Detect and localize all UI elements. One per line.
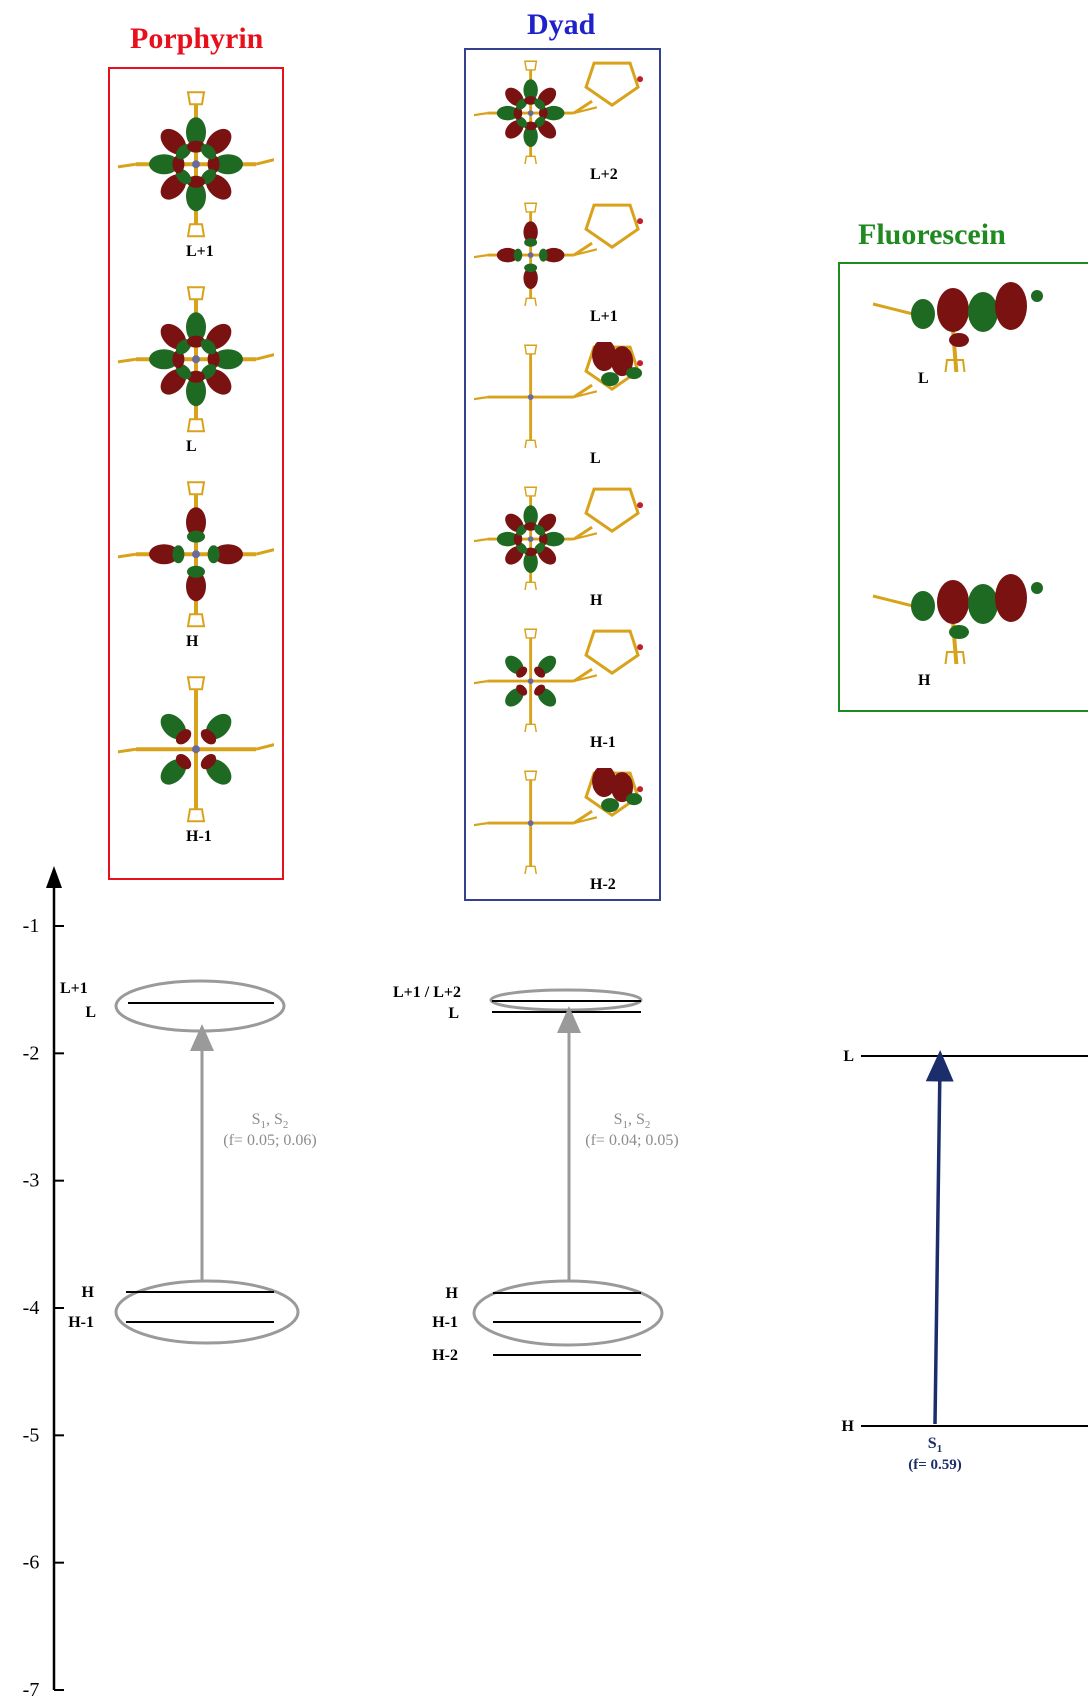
fluorescein-title: Fluorescein xyxy=(858,218,1006,251)
dyad-transition-states: S1, S2 xyxy=(614,1111,651,1131)
dyad-orbital-isosurface-3 xyxy=(474,486,644,590)
fluorescein-orbital-0: L xyxy=(848,272,1088,402)
porphyrin-orbital-0: L+1 xyxy=(118,81,274,271)
dyad-label-l: L xyxy=(448,1005,459,1022)
porphyrin-orbital-label-0: L+1 xyxy=(186,243,214,260)
dyad-orbital-5: H-2 xyxy=(474,768,651,904)
dyad-orbital-isosurface-2 xyxy=(474,342,644,448)
fluorescein-orbital-1: H xyxy=(848,564,1088,694)
porphyrin-label-h: H xyxy=(82,1284,95,1301)
dyad-label-h-1: H-1 xyxy=(432,1314,458,1331)
fluorescein-levels: L H S1 (f= 0.59) xyxy=(842,1048,1088,1473)
fluorescein-orbital-label-1: H xyxy=(918,672,931,689)
axis-tick-label-5: -6 xyxy=(23,1552,40,1574)
dyad-orbital-label-2: L xyxy=(590,450,601,467)
fluorescein-transition-oscillator: (f= 0.59) xyxy=(908,1457,962,1473)
dyad-orbital-4: H-1 xyxy=(474,626,651,762)
axis-tick-label-1: -2 xyxy=(23,1042,40,1064)
dyad-orbital-3: H xyxy=(474,484,651,620)
dyad-label-l-plus: L+1 / L+2 xyxy=(393,984,461,1001)
axis-tick-label-2: -3 xyxy=(23,1170,40,1192)
axis-tick-label-0: -1 xyxy=(23,915,40,937)
fluorescein-orbital-label-0: L xyxy=(918,370,929,387)
porphyrin-transition-states: S1, S2 xyxy=(252,1111,289,1131)
dyad-lumo-ellipse xyxy=(489,988,643,1012)
dyad-transition-oscillator: (f= 0.04; 0.05) xyxy=(585,1132,678,1149)
porphyrin-lumo-ellipse xyxy=(114,979,286,1033)
porphyrin-title: Porphyrin xyxy=(130,22,264,55)
dyad-orbital-2: L xyxy=(474,342,651,478)
dyad-homo-ellipse xyxy=(472,1279,664,1347)
porphyrin-levels: L+1 L H H-1 S1, S2 (f= 0.05; 0.06) xyxy=(60,979,317,1345)
fluorescein-label-l: L xyxy=(843,1048,854,1065)
dyad-orbital-isosurface-5 xyxy=(474,768,644,874)
porphyrin-label-h-1: H-1 xyxy=(68,1314,94,1331)
dyad-label-h-2: H-2 xyxy=(432,1347,458,1364)
dyad-orbital-label-1: L+1 xyxy=(590,308,618,325)
fluorescein-label-h: H xyxy=(842,1418,855,1435)
dyad-orbital-isosurface-1 xyxy=(474,202,644,306)
axis-tick-label-3: -4 xyxy=(23,1297,40,1319)
dyad-orbital-label-0: L+2 xyxy=(590,166,618,183)
porphyrin-orbital-isosurface-1 xyxy=(118,286,274,433)
dyad-orbital-isosurface-0 xyxy=(474,60,644,164)
porphyrin-label-l: L xyxy=(85,1004,96,1021)
energy-axis-arrowhead xyxy=(46,866,62,888)
dyad-title: Dyad xyxy=(527,8,596,41)
porphyrin-orbital-3: H-1 xyxy=(118,666,274,856)
porphyrin-orbital-isosurface-2 xyxy=(118,481,274,628)
dyad-orbital-0: L+2 xyxy=(474,58,651,194)
axis-tick-label-6: -7 xyxy=(23,1679,40,1701)
porphyrin-orbital-isosurface-3 xyxy=(118,676,274,823)
fluorescein-transition-arrow xyxy=(925,1050,954,1425)
dyad-orbital-label-5: H-2 xyxy=(590,876,616,893)
dyad-orbital-isosurface-4 xyxy=(474,628,644,732)
axis-tick-label-4: -5 xyxy=(23,1424,40,1446)
porphyrin-orbital-isosurface-0 xyxy=(118,91,274,238)
porphyrin-homo-ellipse xyxy=(114,1279,300,1345)
porphyrin-transition-oscillator: (f= 0.05; 0.06) xyxy=(223,1132,316,1149)
dyad-orbital-label-4: H-1 xyxy=(590,734,616,751)
fluorescein-orbital-isosurface-0 xyxy=(872,282,1043,372)
porphyrin-orbital-label-2: H xyxy=(186,633,199,650)
fluorescein-transition-states: S1 xyxy=(928,1435,942,1455)
dyad-label-h: H xyxy=(446,1285,459,1302)
porphyrin-orbital-label-3: H-1 xyxy=(186,828,212,845)
porphyrin-label-l-plus-1: L+1 xyxy=(60,980,88,997)
dyad-orbital-label-3: H xyxy=(590,592,603,609)
fluorescein-orbital-isosurface-1 xyxy=(872,574,1043,664)
dyad-orbital-1: L+1 xyxy=(474,200,651,336)
porphyrin-orbital-1: L xyxy=(118,276,274,466)
dyad-levels: L+1 / L+2 L H H-1 H-2 S1, S2 (f= 0.04; 0… xyxy=(393,984,679,1364)
porphyrin-orbital-label-1: L xyxy=(186,438,197,455)
porphyrin-orbital-2: H xyxy=(118,471,274,661)
